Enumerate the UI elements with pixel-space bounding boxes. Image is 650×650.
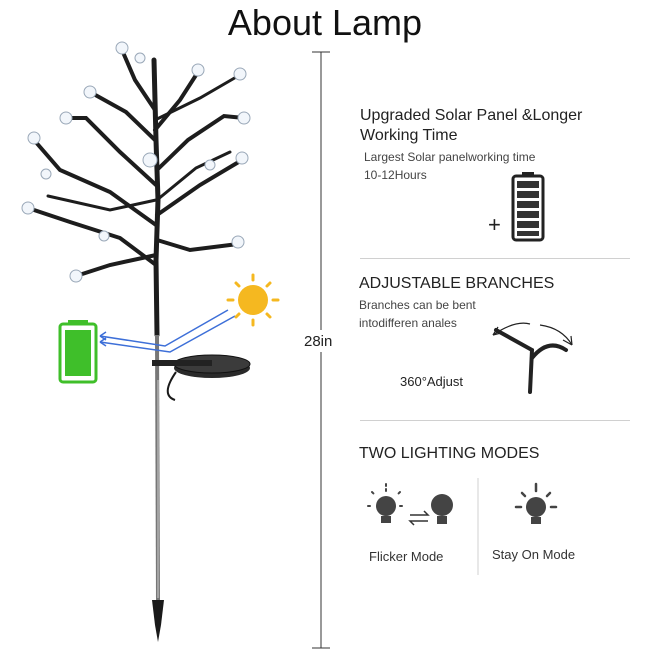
adjust-label: 360°Adjust	[400, 374, 464, 389]
solar-section-title: Upgraded Solar Panel &Longer Working Tim…	[360, 106, 582, 146]
sun-icon	[226, 273, 280, 327]
bulb-on-icon	[514, 482, 558, 524]
branches-section-title: ADJUSTABLE BRANCHES	[359, 275, 555, 292]
section-divider	[360, 420, 630, 421]
bulb-flicker-icon	[367, 483, 405, 523]
solar-title-line2: Working Time	[360, 127, 458, 144]
bulb-off-icon	[431, 494, 453, 524]
solar-title-line1: Upgraded Solar Panel &Longer	[360, 107, 583, 124]
curved-arrows-icon	[492, 322, 573, 394]
flicker-mode-label: Flicker Mode	[369, 549, 444, 564]
modes-section-title: TWO LIGHTING MODES	[359, 445, 540, 462]
swap-arrows-icon	[408, 510, 430, 526]
sunlight-arrows	[99, 309, 236, 353]
height-dimension-line	[312, 51, 330, 649]
section-divider	[360, 258, 630, 259]
lamp-tree-icon	[21, 41, 251, 642]
stay-on-mode-label: Stay On Mode	[492, 547, 576, 562]
battery-charging-icon	[58, 320, 98, 384]
solar-subtitle-line2: 10-12Hours	[364, 168, 427, 182]
page-title: About Lamp	[227, 2, 423, 43]
battery-full-icon	[511, 172, 545, 242]
plus-symbol: +	[488, 212, 501, 237]
height-label: 28in	[304, 333, 333, 350]
solar-subtitle-line1: Largest Solar panelworking time	[364, 150, 536, 164]
branches-subtitle-line1: Branches can be bent	[359, 298, 476, 312]
branches-subtitle-line2: intodifferen anales	[359, 316, 457, 330]
